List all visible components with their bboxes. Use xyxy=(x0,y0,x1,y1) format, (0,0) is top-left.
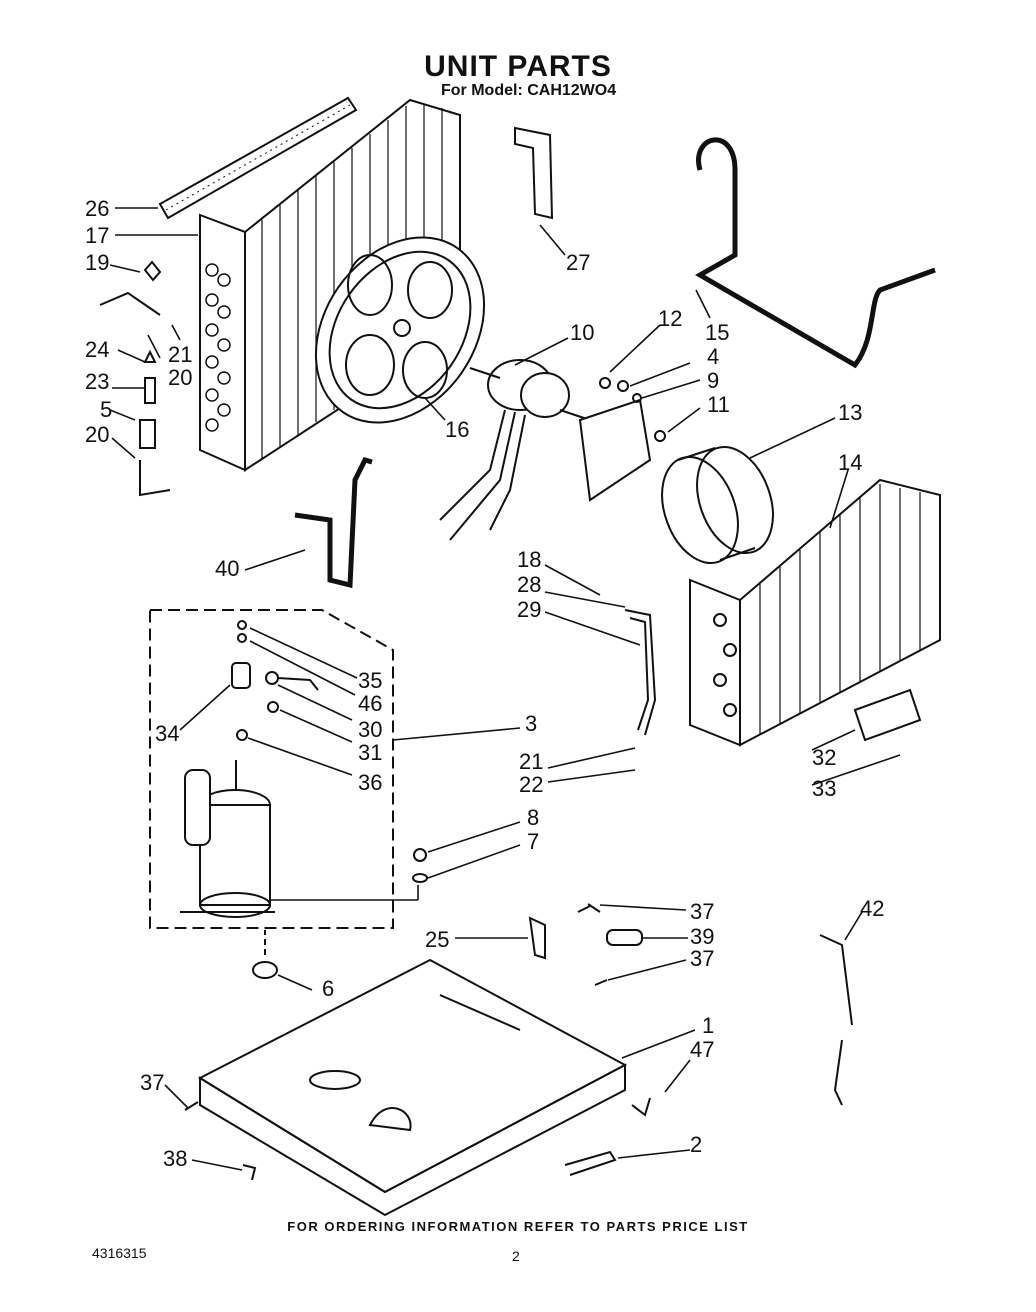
motor-bracket-part xyxy=(578,398,652,502)
fan-motor-part xyxy=(439,359,591,541)
callout-label: 33 xyxy=(812,776,836,801)
callout-label: 47 xyxy=(690,1037,714,1062)
page-title: UNIT PARTS xyxy=(424,50,612,83)
callout-label: 18 xyxy=(517,547,541,572)
callout-label: 36 xyxy=(358,770,382,795)
callout-label: 30 xyxy=(358,717,382,742)
callout-label: 1 xyxy=(702,1013,714,1038)
callout-label: 16 xyxy=(445,417,469,442)
blower-wheel-part xyxy=(661,445,774,565)
seal-strip-part xyxy=(158,96,358,220)
callout-label: 20 xyxy=(85,422,109,447)
ordering-note: FOR ORDERING INFORMATION REFER TO PARTS … xyxy=(287,1219,749,1234)
callout-label: 37 xyxy=(140,1070,164,1095)
callout-label: 6 xyxy=(322,976,334,1001)
callout-label: 23 xyxy=(85,369,109,394)
callout-label: 19 xyxy=(85,250,109,275)
callout-label: 15 xyxy=(705,320,729,345)
callout-label: 17 xyxy=(85,223,109,248)
compressor-part xyxy=(180,760,275,918)
document-number: 4316315 xyxy=(92,1245,147,1261)
callout-label: 46 xyxy=(358,691,382,716)
capillary-tube-part xyxy=(624,609,657,736)
model-subtitle: For Model: CAH12WO4 xyxy=(441,82,617,99)
callout-label: 11 xyxy=(707,392,730,417)
callout-label: 29 xyxy=(517,597,541,622)
callout-label: 42 xyxy=(860,896,884,921)
coil-bracket-part xyxy=(853,688,922,742)
callout-label: 28 xyxy=(517,572,541,597)
callout-label: 37 xyxy=(690,899,714,924)
base-bracket-part xyxy=(564,1150,617,1176)
compressor-assembly-box xyxy=(149,609,394,929)
base-pan-part xyxy=(197,958,628,1217)
callout-label: 13 xyxy=(838,400,862,425)
callout-label: 27 xyxy=(566,250,590,275)
evaporator-coil-part xyxy=(689,478,941,747)
callout-label: 31 xyxy=(358,740,382,765)
callout-label: 14 xyxy=(838,450,862,475)
callout-label: 20 xyxy=(168,365,192,390)
discharge-tube-part xyxy=(294,457,373,589)
clip-part xyxy=(528,916,546,960)
callout-label: 40 xyxy=(215,556,239,581)
callout-label: 2 xyxy=(690,1132,702,1157)
callout-label: 12 xyxy=(658,306,682,331)
callout-label: 21 xyxy=(519,749,543,774)
drain-tube-part xyxy=(694,137,936,369)
callout-label: 39 xyxy=(690,924,714,949)
callout-label: 5 xyxy=(100,397,112,422)
callout-label: 32 xyxy=(812,745,836,770)
callout-label: 35 xyxy=(358,668,382,693)
fan-blade-part xyxy=(314,236,486,424)
callout-label: 37 xyxy=(690,946,714,971)
callout-label: 24 xyxy=(85,337,109,362)
callout-label: 26 xyxy=(85,196,109,221)
callout-label: 3 xyxy=(525,711,537,736)
callout-labels: 26 17 19 24 23 5 20 21 20 27 10 12 4 9 1… xyxy=(85,196,884,1171)
callout-label: 25 xyxy=(425,927,449,952)
callout-label: 8 xyxy=(527,805,539,830)
gasket-part xyxy=(514,126,554,220)
callout-label: 22 xyxy=(519,772,543,797)
callout-label: 7 xyxy=(527,829,539,854)
wire-harness-part xyxy=(819,934,853,1106)
callout-label: 9 xyxy=(707,368,719,393)
callout-label: 10 xyxy=(570,320,594,345)
callout-label: 21 xyxy=(168,342,192,367)
callout-label: 38 xyxy=(163,1146,187,1171)
page-number: 2 xyxy=(512,1248,520,1264)
callout-label: 34 xyxy=(155,721,179,746)
callout-label: 4 xyxy=(707,344,719,369)
